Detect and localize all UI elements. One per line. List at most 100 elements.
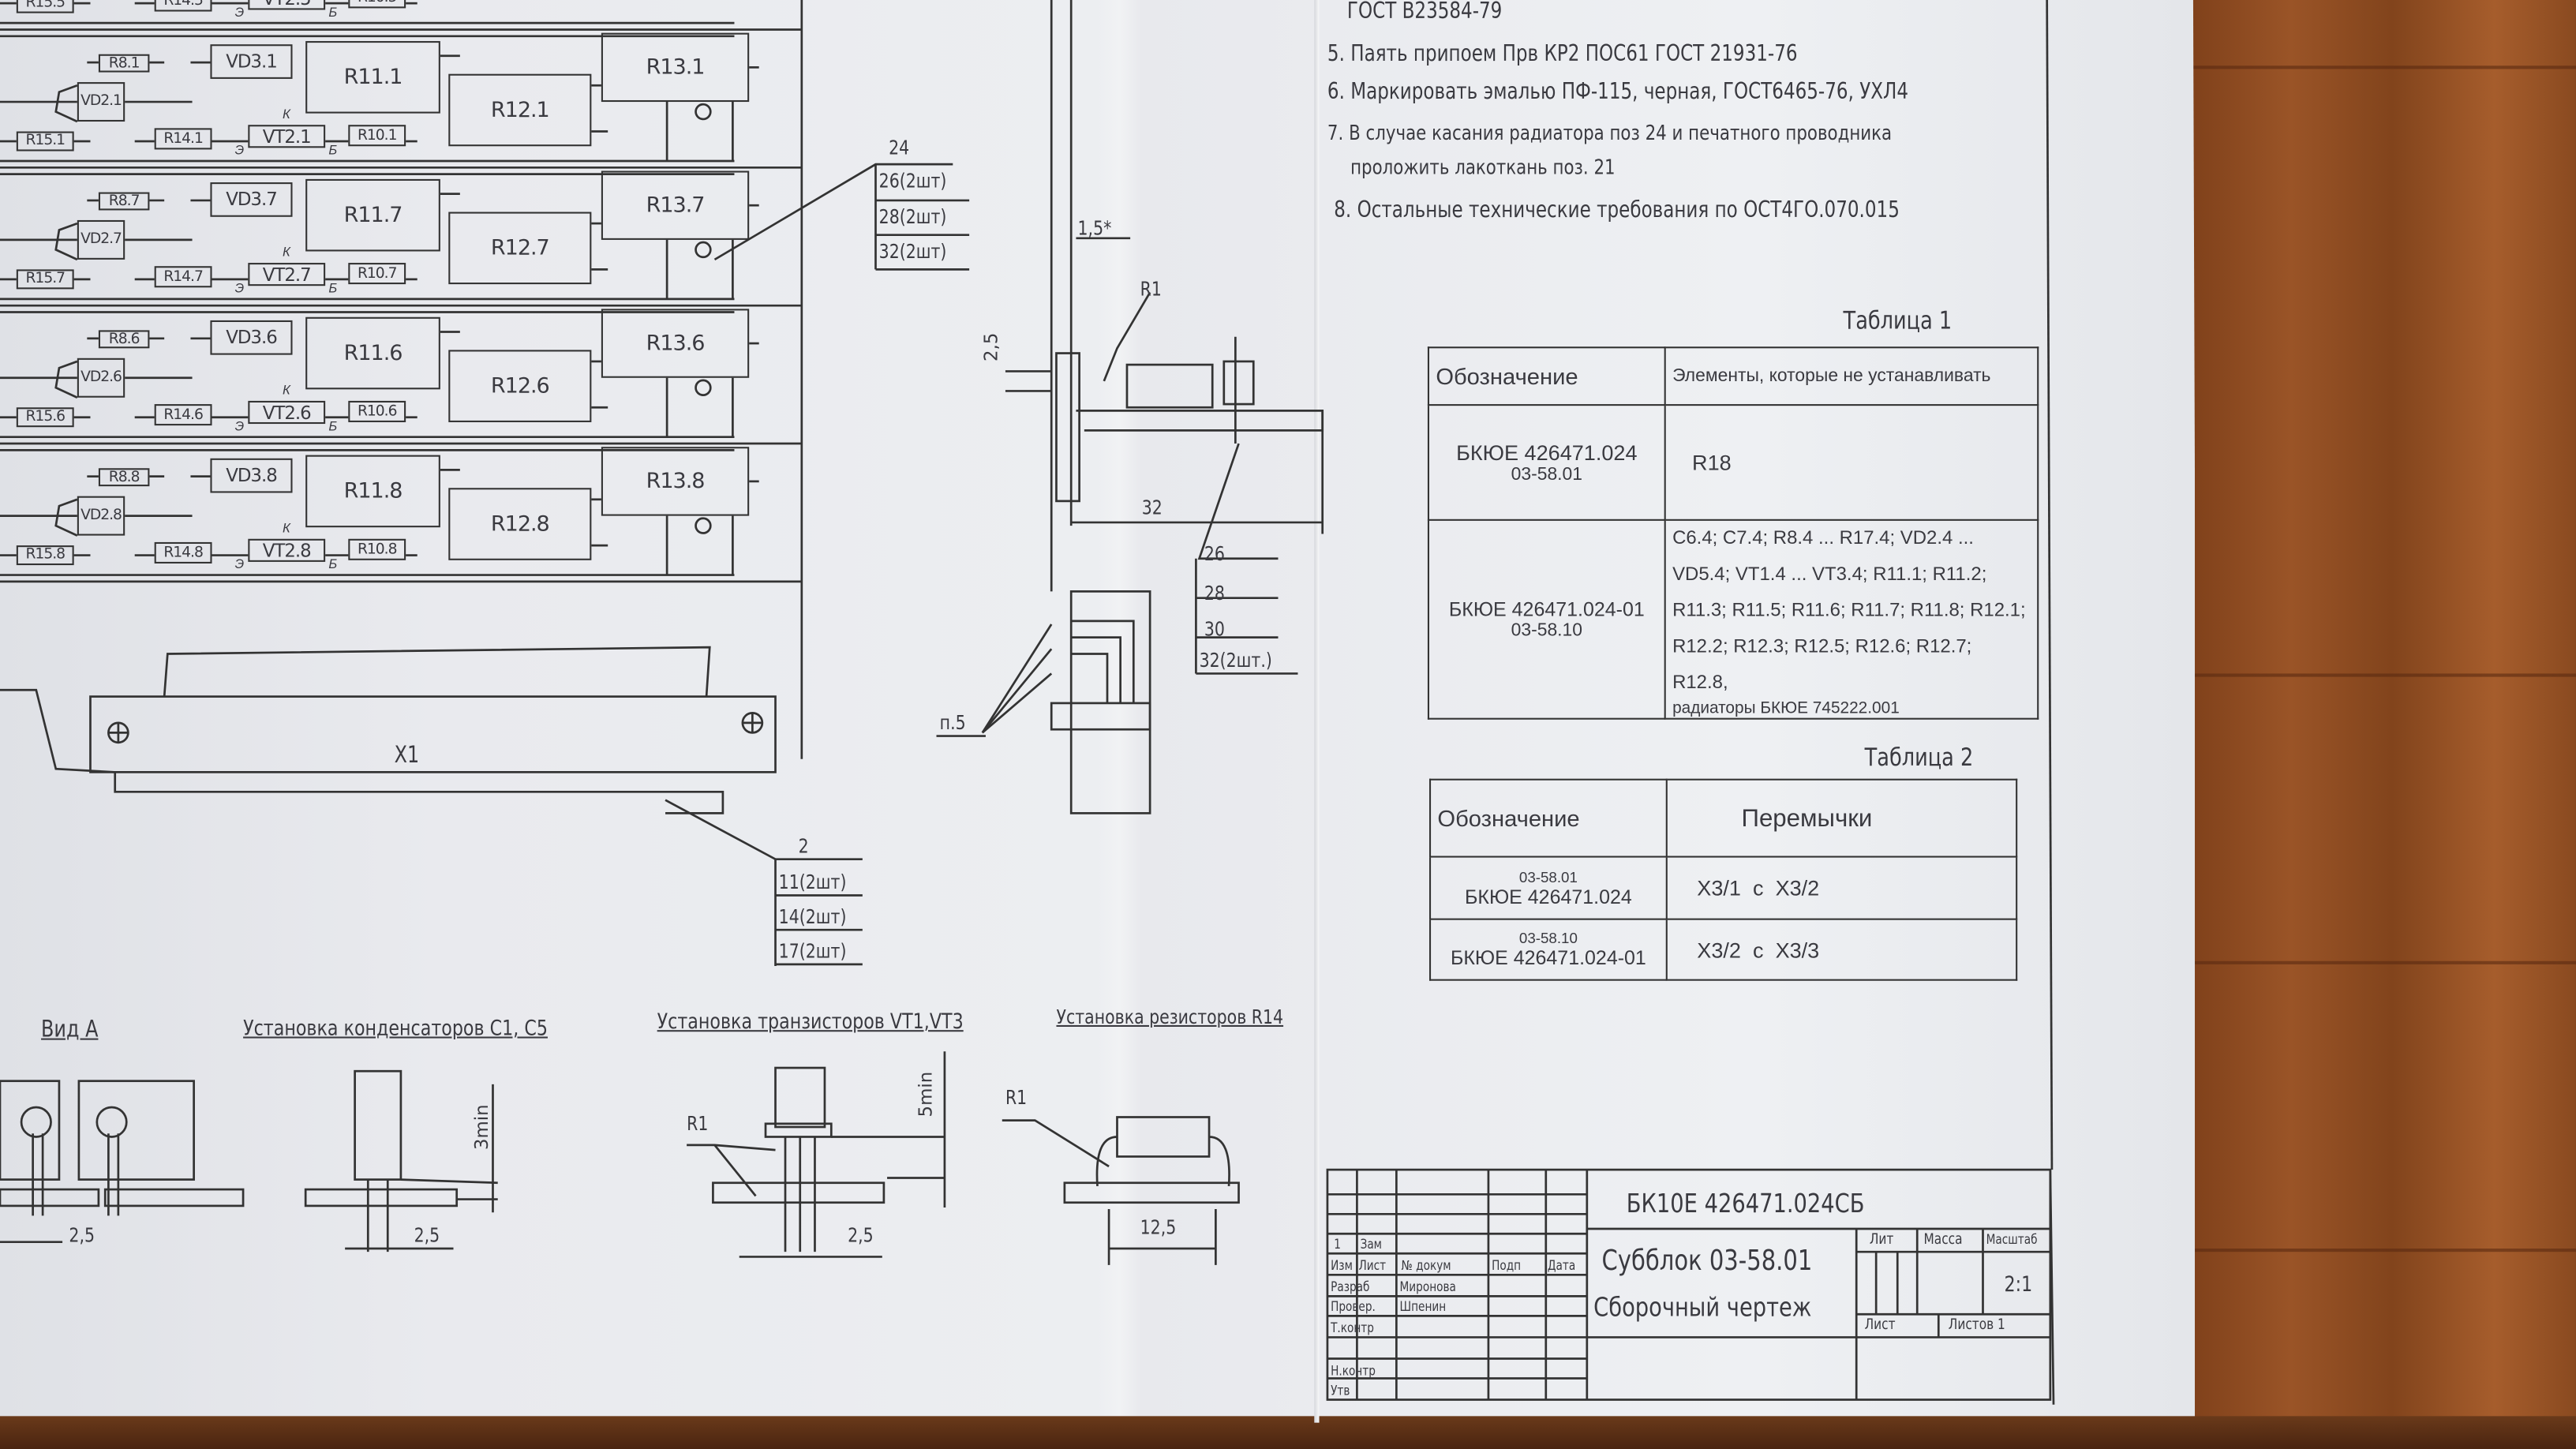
callout-item: 32(2шт) xyxy=(878,239,947,264)
component-r14: R14.7 xyxy=(154,266,212,288)
screw-icon xyxy=(695,517,712,534)
component-vd3: VD3.6 xyxy=(210,320,293,355)
component-r15: R15.8 xyxy=(16,545,74,566)
rev-number: 1 xyxy=(1334,1237,1341,1252)
connector-label: X1 xyxy=(394,742,420,769)
designation: БКЮЕ 426471.024 xyxy=(1465,884,1632,908)
hdr-list: Лист xyxy=(1358,1258,1387,1274)
component-vd2: VD2.7 xyxy=(77,219,125,260)
callout-item: 30 xyxy=(1204,617,1225,641)
side-ref-p5: п.5 xyxy=(939,711,966,735)
screw-icon xyxy=(695,241,712,259)
component-r13: R13.7 xyxy=(601,170,750,240)
table1-title: Таблица 1 xyxy=(1843,305,1953,335)
pin-marker-emitter: Э xyxy=(234,556,245,572)
designation: БКЮЕ 426471.024 xyxy=(1456,440,1638,466)
component-r14: R14.1 xyxy=(154,128,212,150)
designation: БКЮЕ 426471.024-01 xyxy=(1448,597,1645,621)
component-r11: R11.8 xyxy=(305,455,440,528)
callout-item: 14(2шт) xyxy=(778,904,847,929)
component-vd2: VD2.1 xyxy=(77,82,125,122)
view-a-drawing xyxy=(0,1080,245,1244)
designation-sub: 03-58.10 xyxy=(1518,930,1578,947)
designation: БКЮЕ 426471.024-01 xyxy=(1450,946,1646,970)
hdr-date: Дата xyxy=(1547,1258,1576,1274)
side-dim-top: 1,5* xyxy=(1077,216,1112,240)
elements-extra: радиаторы БКЮЕ 745222.001 xyxy=(1672,699,1900,718)
component-vd3: VD3.1 xyxy=(210,44,293,79)
table1-header-designation: Обозначение xyxy=(1427,346,1666,406)
component-r14: R14.6 xyxy=(154,404,212,426)
component-r11: R11.1 xyxy=(305,41,440,114)
component-r8: R8.7 xyxy=(98,192,150,211)
rev-type: Зам xyxy=(1360,1237,1383,1252)
pin-marker-emitter: Э xyxy=(234,5,245,20)
table2-title: Таблица 2 xyxy=(1864,742,1974,773)
side-ref-r1: R1 xyxy=(1140,277,1162,301)
pin-marker-emitter: Э xyxy=(234,280,245,296)
component-r10: R10.8 xyxy=(348,538,406,560)
component-r11: R11.7 xyxy=(305,178,440,252)
side-dim-left: 2,5 xyxy=(980,332,1002,361)
capacitors-height: 3min xyxy=(471,1104,493,1151)
callout-item: 11(2шт) xyxy=(778,871,847,894)
pin-marker-base: Б xyxy=(328,5,338,20)
checker-label: Провер. xyxy=(1331,1299,1376,1315)
diode-body-icon xyxy=(54,360,78,399)
component-vt2: VT2.7 xyxy=(248,263,326,286)
paper-fold xyxy=(1314,0,1320,1423)
component-r15: R15.7 xyxy=(16,269,74,290)
note-line: 7. В случае касания радиатора поз 24 и п… xyxy=(1327,119,1893,145)
pin-marker-collector: К xyxy=(283,520,290,536)
view-a-title: Вид А xyxy=(41,1017,99,1043)
side-view-drawing xyxy=(936,0,1324,814)
component-r12: R12.7 xyxy=(448,212,592,285)
component-vd3: VD3.8 xyxy=(210,458,293,493)
component-r12: R12.8 xyxy=(448,488,592,560)
transistors-dim: 2,5 xyxy=(848,1223,874,1247)
component-r15: R15.1 xyxy=(16,131,74,152)
component-vd2: VD2.6 xyxy=(77,358,125,398)
note-line: 5. Паять припоем Прв КР2 ПОС61 ГОСТ 2193… xyxy=(1327,41,1798,68)
component-r15: R15.5 xyxy=(16,0,74,13)
connector-x1-outline xyxy=(0,646,863,966)
transistors-ref: R1 xyxy=(687,1112,709,1136)
component-r13: R13.1 xyxy=(601,32,750,103)
sheet-label: Лист xyxy=(1864,1317,1896,1335)
diode-body-icon xyxy=(54,498,78,537)
table2-header-designation: Обозначение xyxy=(1428,778,1668,858)
wooden-floor xyxy=(2168,0,2576,1449)
scale-value: 2:1 xyxy=(2004,1273,2033,1298)
hdr-izm: Изм xyxy=(1331,1258,1353,1274)
ncontrol-label: Н.контр xyxy=(1331,1363,1376,1379)
screw-icon xyxy=(695,103,712,121)
pin-marker-base: Б xyxy=(328,556,338,572)
schematic-wires xyxy=(0,2,802,583)
hdr-sign: Подп xyxy=(1492,1258,1522,1274)
radiator-callout-lines xyxy=(713,163,970,271)
resistors-ref: R1 xyxy=(1005,1085,1028,1110)
component-r15: R15.6 xyxy=(16,407,74,428)
table1-header-elements: Элементы, которые не устанавливать xyxy=(1664,346,2039,406)
component-r10: R10.1 xyxy=(348,125,406,147)
sheets-label: Листов 1 xyxy=(1948,1317,2005,1335)
hdr-doc: № докум xyxy=(1401,1258,1451,1274)
component-vt2: VT2.5 xyxy=(248,0,326,10)
elements: С6.4; С7.4; R8.4 ... R17.4; VD2.4 ... VD… xyxy=(1672,529,2026,694)
doc-number: БК10Е 426471.024СБ xyxy=(1626,1187,1865,1219)
capacitors-title: Установка конденсаторов С1, С5 xyxy=(243,1017,548,1042)
component-vt2: VT2.6 xyxy=(248,400,326,425)
component-r10: R10.6 xyxy=(348,400,406,422)
callout-item: 28(2шт) xyxy=(878,205,947,229)
callout-item: 26 xyxy=(1204,541,1225,566)
screw-icon xyxy=(695,379,712,396)
approved-label: Утв xyxy=(1331,1383,1350,1398)
resistors-dim: 12,5 xyxy=(1140,1215,1177,1239)
component-r12: R12.1 xyxy=(448,73,592,147)
component-r14: R14.8 xyxy=(154,541,212,564)
transistors-title: Установка транзисторов VT1,VT3 xyxy=(657,1010,964,1035)
